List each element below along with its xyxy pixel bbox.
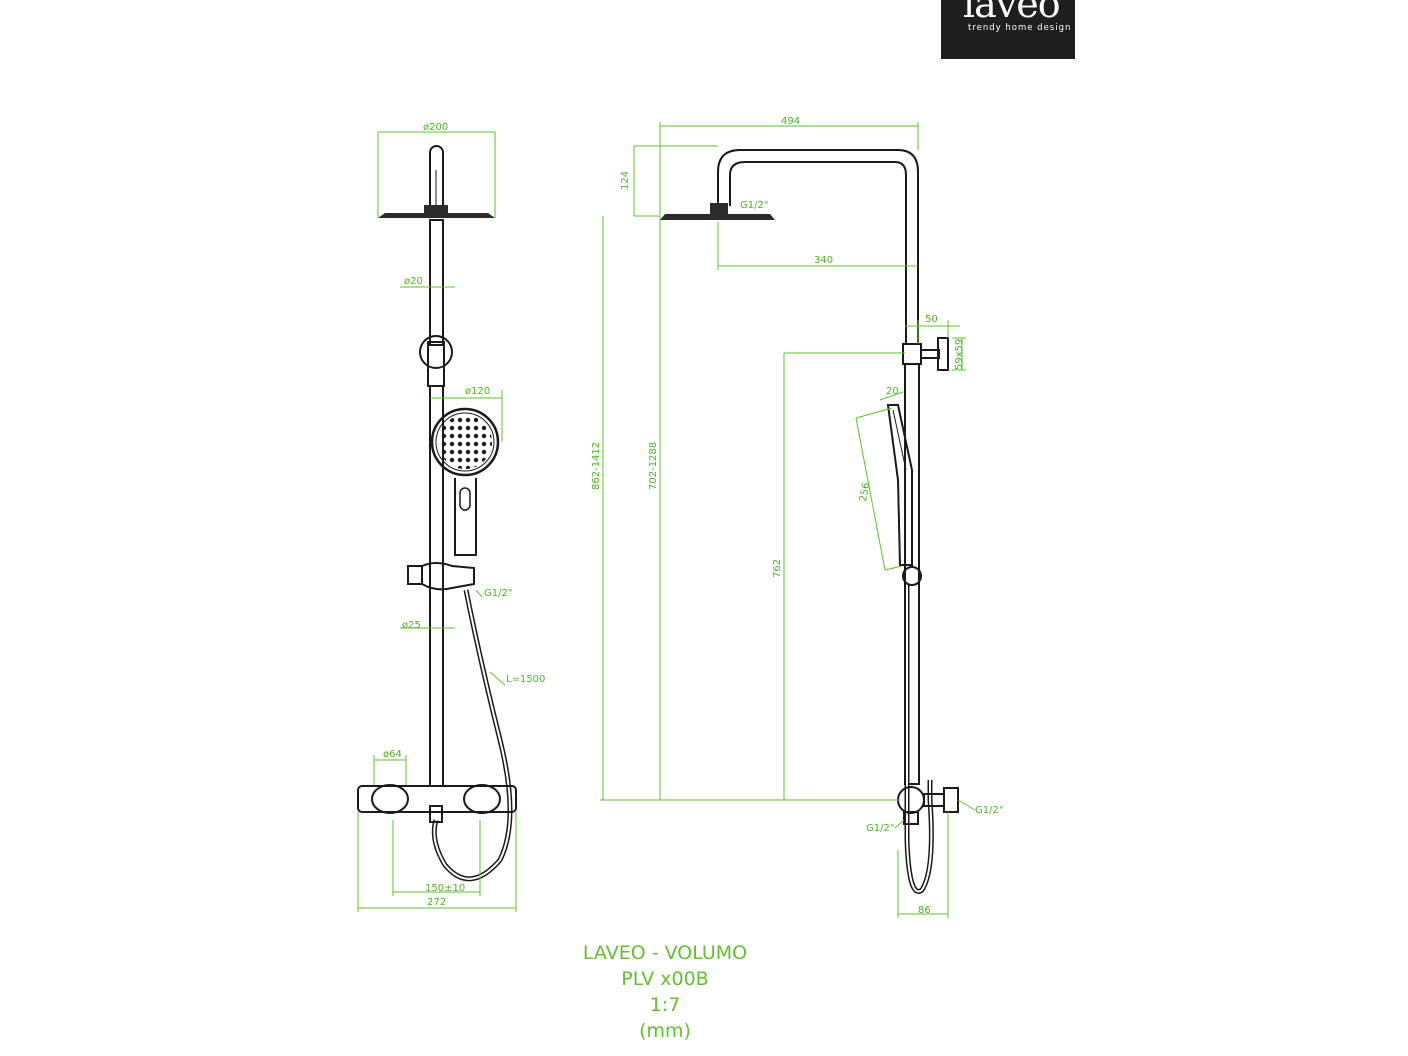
dim-hand-diameter: ø120 xyxy=(465,386,490,397)
front-view xyxy=(357,145,517,882)
drawing-caption: LAVEO - VOLUMO PLV x00B 1:7 (mm) xyxy=(565,940,765,1044)
dim-head-drop: 124 xyxy=(620,171,631,190)
dim-head-reach: 340 xyxy=(814,255,833,266)
dim-spacing: 150±10 xyxy=(425,883,465,894)
dim-adjust-height: 702-1288 xyxy=(648,442,659,490)
caption-units: (mm) xyxy=(639,1020,691,1042)
dim-depth: 86 xyxy=(918,905,931,916)
dim-hose-length: L=1500 xyxy=(506,674,545,685)
dim-bracket-offset: 50 xyxy=(925,314,938,325)
dim-total-height: 862-1412 xyxy=(591,442,602,490)
brand-tagline: trendy home design xyxy=(968,23,1072,33)
dim-head-connector: G1/2" xyxy=(740,200,768,211)
dim-bar-diameter: ø25 xyxy=(402,620,421,631)
dim-arm-width: 494 xyxy=(781,116,800,127)
dim-wall-connector: G1/2" xyxy=(975,805,1003,816)
front-dimensions xyxy=(357,131,517,912)
brand-name: laveo xyxy=(963,0,1061,26)
caption-code: PLV x00B xyxy=(621,968,709,990)
brand-logo: laveo trendy home design xyxy=(941,0,1075,59)
dimension-labels: ø200 ø20 ø120 G1/2" ø25 L=1500 ø64 150±1… xyxy=(383,116,1003,916)
dim-total-width: 272 xyxy=(427,897,446,908)
caption-scale: 1:7 xyxy=(649,994,681,1016)
dim-knob-diameter: ø64 xyxy=(383,749,402,760)
side-view xyxy=(660,149,959,894)
dim-pipe-diameter: ø20 xyxy=(404,276,423,287)
dim-head-diameter: ø200 xyxy=(423,122,448,133)
caption-model: LAVEO - VOLUMO xyxy=(582,942,748,964)
dim-hand-length: 256 xyxy=(858,482,872,503)
dim-outlet-connector: G1/2" xyxy=(866,823,894,834)
dim-connector-left: G1/2" xyxy=(484,588,512,599)
dim-hand-depth: 20 xyxy=(886,386,899,397)
dim-bracket-size: 59x59 xyxy=(954,339,965,370)
side-dimensions xyxy=(600,122,976,918)
dim-bracket-height: 762 xyxy=(772,559,783,578)
